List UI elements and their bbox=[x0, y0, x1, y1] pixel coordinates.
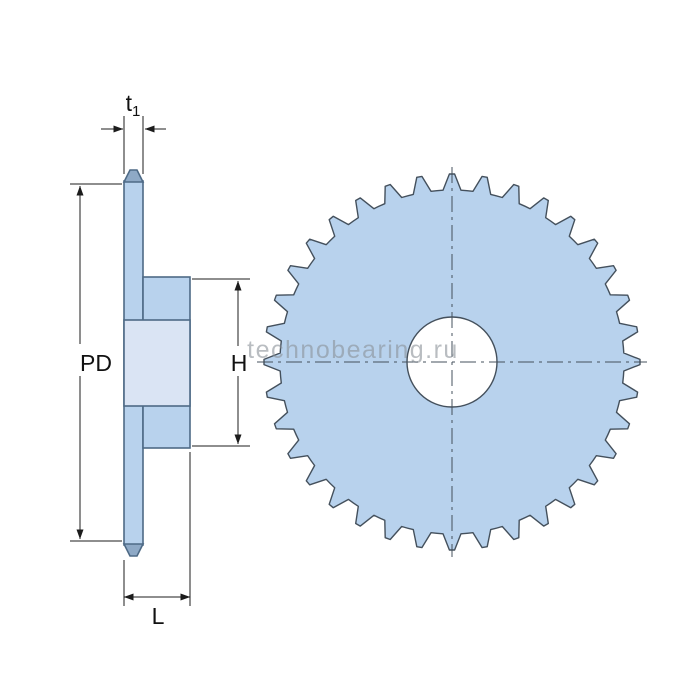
dim-pd-label: PD bbox=[80, 350, 112, 376]
dim-t1-label: t1 bbox=[126, 90, 141, 120]
watermark-text: technobearing.ru bbox=[247, 336, 459, 364]
dim-h-label: H bbox=[231, 350, 248, 376]
bore-section bbox=[123, 319, 191, 407]
dim-h-label-bg bbox=[226, 346, 252, 376]
side-view bbox=[122, 169, 191, 557]
plate-bottom-tooth-section bbox=[122, 543, 145, 557]
front-view bbox=[257, 167, 647, 557]
dimensions: t1 PD H L bbox=[70, 90, 252, 629]
dim-pd-label-bg bbox=[74, 344, 118, 376]
dim-l-label: L bbox=[152, 603, 165, 629]
plate-top-tooth-section bbox=[122, 169, 145, 183]
